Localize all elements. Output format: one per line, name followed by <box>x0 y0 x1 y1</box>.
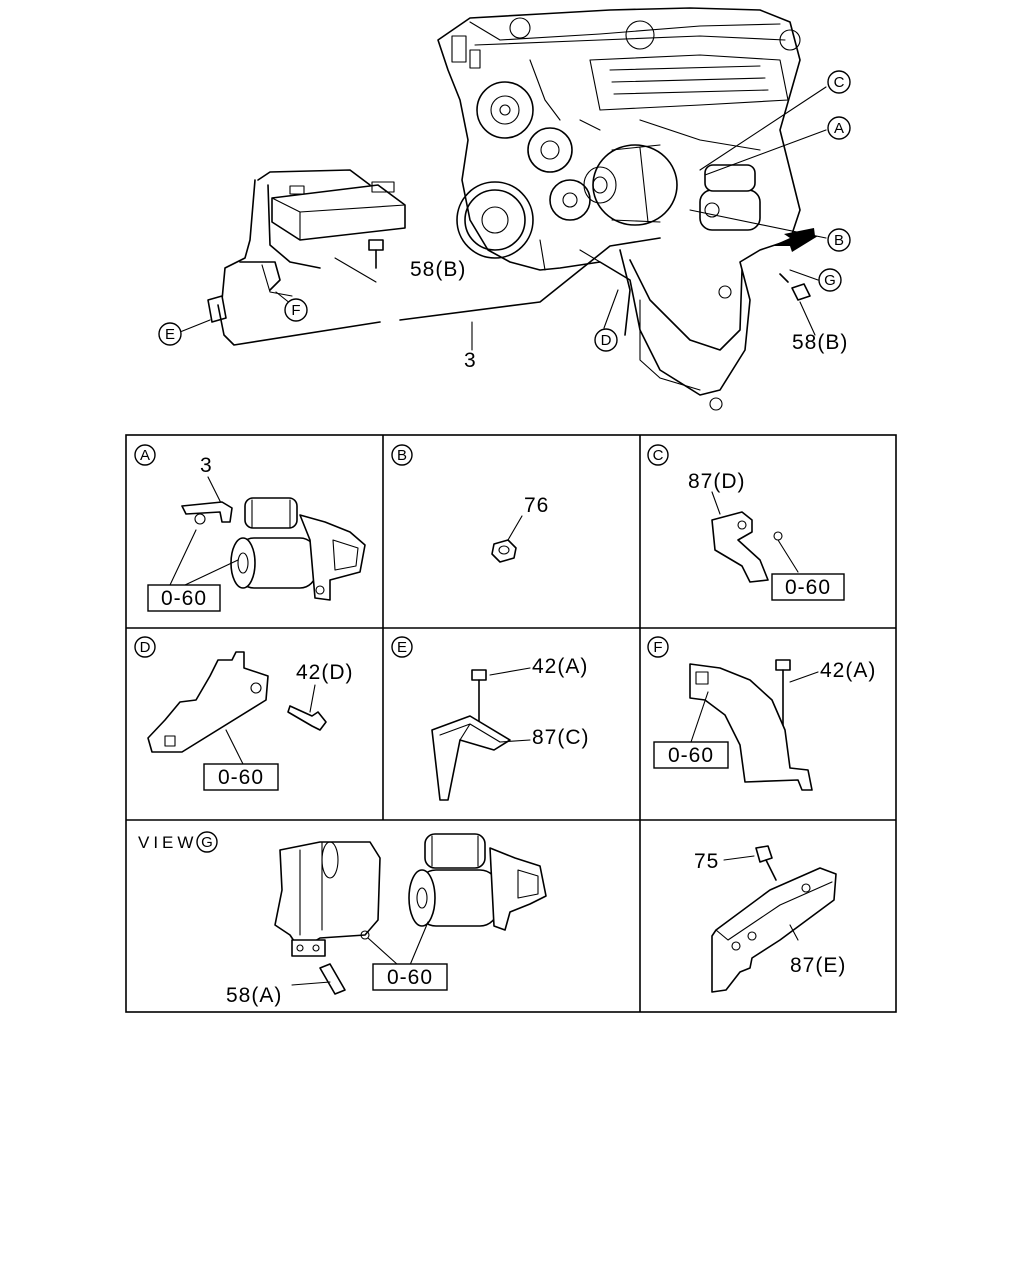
callout-b-letter: B <box>834 232 844 249</box>
view-g-view-text: VIEW <box>138 833 197 852</box>
label-cable-3: 3 <box>464 349 477 372</box>
panel-e-bracket-label: 87(C) <box>532 726 590 749</box>
detail-panel-a: A 3 0-60 <box>134 444 366 612</box>
engine-illustration <box>437 7 801 411</box>
panel-f-ref-box: 0-60 <box>668 744 714 767</box>
panel-c-letter: C <box>653 447 664 464</box>
panel-e-bolt-label: 42(A) <box>532 655 588 678</box>
callout-c-letter: C <box>834 74 845 91</box>
bracket-e-bracket-label: 87(E) <box>790 954 846 977</box>
panel-c-ref-box: 0-60 <box>785 576 831 599</box>
callout-g: G <box>818 268 842 292</box>
detail-panel-f: F 42(A) 0-60 <box>647 636 876 791</box>
callout-d: D <box>594 328 618 352</box>
panel-b-letter: B <box>397 447 407 464</box>
label-bolt-58b-battery: 58(B) <box>410 258 466 281</box>
callout-e-letter: E <box>165 326 175 343</box>
callout-f-letter: F <box>291 302 300 319</box>
bracket-e-bolt-label: 75 <box>694 850 719 873</box>
panel-c-bracket-label: 87(D) <box>688 470 746 493</box>
detail-grid <box>125 434 897 1013</box>
view-g-ref-box: 0-60 <box>387 966 433 989</box>
detail-panel-c: C 87(D) 0-60 <box>647 444 845 601</box>
panel-f-letter: F <box>653 639 662 656</box>
callout-f: F <box>284 298 308 322</box>
detail-panel-d: D 42(D) 0-60 <box>134 636 354 791</box>
overview-leaders <box>179 86 827 351</box>
callout-d-letter: D <box>601 332 612 349</box>
detail-panel-b: B 76 <box>391 444 549 563</box>
flange-nut-icon <box>491 539 517 563</box>
panel-a-ref-box: 0-60 <box>161 587 207 610</box>
panel-e-letter: E <box>397 639 407 656</box>
panel-d-ref-box: 0-60 <box>218 766 264 789</box>
detail-panel-view-g: VIEW G 58(A) 0-60 <box>138 831 547 1007</box>
label-bolt-58b-starter: 58(B) <box>792 331 848 354</box>
view-g-letter: G <box>201 834 213 851</box>
panel-a-cable-label: 3 <box>200 454 213 477</box>
detail-panel-bracket-e: 75 87(E) <box>694 845 846 993</box>
panel-d-letter: D <box>140 639 151 656</box>
callout-a: A <box>827 116 851 140</box>
view-g-bolt-label: 58(A) <box>226 984 282 1007</box>
panel-f-bolt-label: 42(A) <box>820 659 876 682</box>
panel-a-letter: A <box>140 447 150 464</box>
detail-panel-e: E 42(A) 87(C) <box>391 636 590 801</box>
callout-c: C <box>827 70 851 94</box>
callout-g-letter: G <box>824 272 836 289</box>
callout-a-letter: A <box>834 120 844 137</box>
callout-e: E <box>158 322 182 346</box>
panel-d-bolt-label: 42(D) <box>296 661 354 684</box>
callout-b: B <box>827 228 851 252</box>
panel-b-nut-label: 76 <box>524 494 549 517</box>
